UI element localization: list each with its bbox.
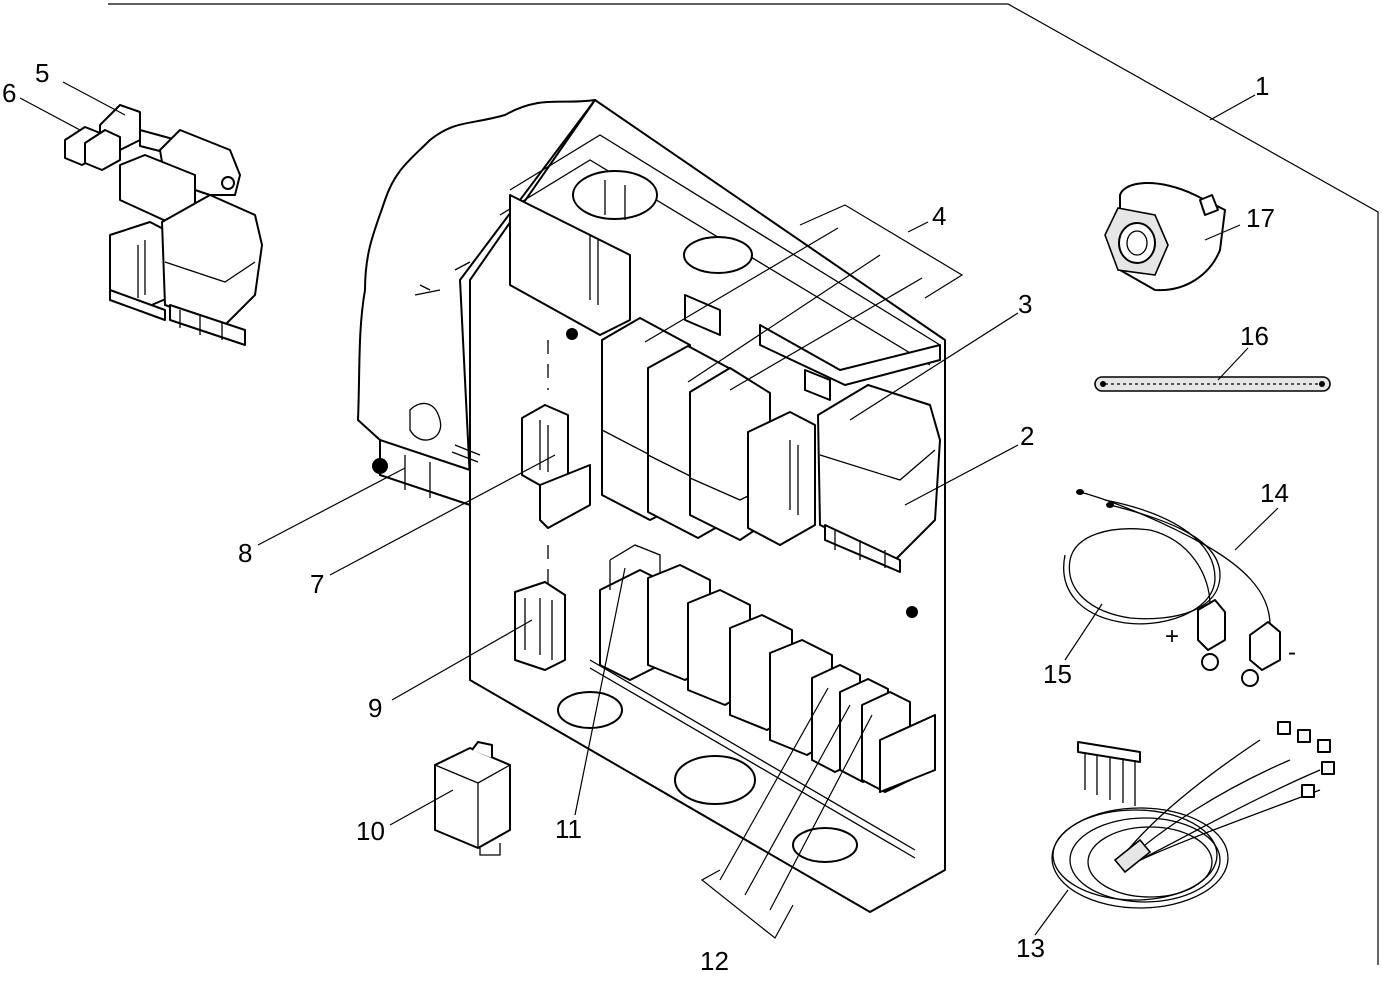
- callout-16: 16: [1240, 321, 1269, 351]
- relay-small-mid: [747, 411, 816, 546]
- callout-9: 9: [368, 693, 382, 723]
- callout-1: 1: [1255, 71, 1269, 101]
- callout-17: 17: [1246, 203, 1275, 233]
- polarity-plus-sign: +: [1165, 623, 1179, 650]
- flasher-unit-10: [434, 741, 511, 856]
- relay-assembly-5-6: [64, 104, 263, 346]
- battery-cables-14-15: [1063, 489, 1281, 687]
- callout-5: 5: [35, 58, 49, 88]
- rotary-switch-17: [1104, 182, 1226, 292]
- top-large-relay: [509, 194, 631, 336]
- assembly-bracket-line: [108, 3, 1379, 965]
- callout-13: 13: [1016, 933, 1045, 963]
- callout-10: 10: [356, 816, 385, 846]
- callout-11: 11: [555, 814, 582, 844]
- fuse-holder-9: [514, 581, 566, 671]
- callout-4: 4: [932, 201, 946, 231]
- callout-7: 7: [310, 569, 324, 599]
- flasher-relay-7: [521, 404, 591, 529]
- polarity-minus-sign: -: [1288, 639, 1296, 666]
- callout-14: 14: [1260, 478, 1289, 508]
- wiring-harness-13: [1051, 721, 1335, 909]
- panel-backing-sheet: [357, 99, 596, 481]
- relay-row-upper: [601, 317, 941, 573]
- callout-3: 3: [1018, 289, 1032, 319]
- relay-panel: [357, 99, 946, 913]
- leader-lines: [19, 81, 1279, 939]
- callout-2: 2: [1020, 421, 1034, 451]
- callout-15: 15: [1043, 659, 1072, 689]
- ground-strap-16: [1094, 376, 1331, 392]
- callout-labels: 1 2 3 4 5 6 7 8 9 10 11 12 13 14 15 16 1…: [2, 58, 1296, 976]
- callout-12: 12: [700, 946, 729, 976]
- callout-6: 6: [2, 78, 16, 108]
- callout-8: 8: [238, 538, 252, 568]
